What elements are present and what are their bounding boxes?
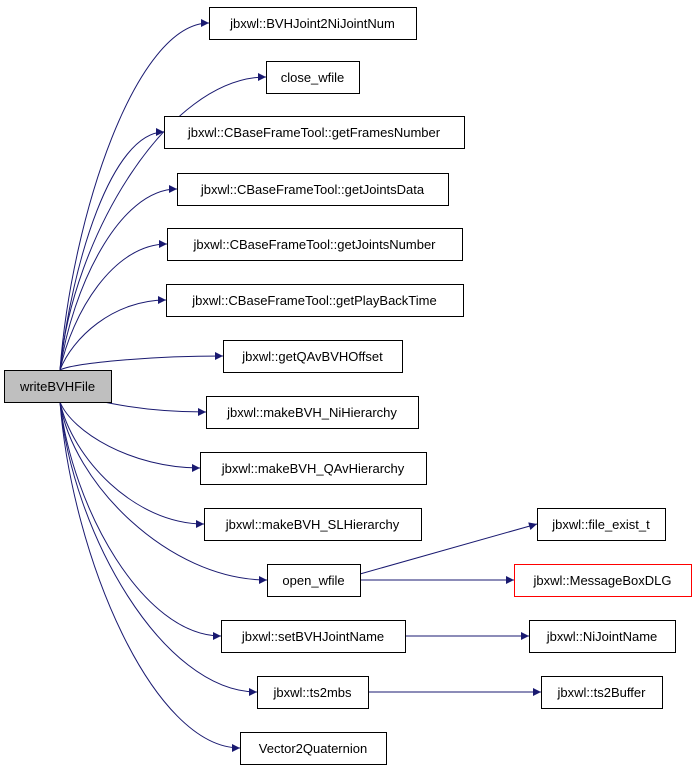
edge-writebvhfile-to-bvhjoint2nijointnum [59, 19, 210, 371]
node-makebvh-slhierarchy[interactable]: jbxwl::makeBVH_SLHierarchy [204, 508, 422, 541]
edge-open-wfile-to-file-exist-t [359, 522, 538, 575]
node-label: jbxwl::makeBVH_SLHierarchy [225, 517, 400, 532]
node-bvhjoint2nijointnum[interactable]: jbxwl::BVHJoint2NiJointNum [209, 7, 417, 40]
edge-writebvhfile-to-makebvh-qavhierarchy [59, 401, 201, 472]
node-getjointsnumber[interactable]: jbxwl::CBaseFrameTool::getJointsNumber [167, 228, 463, 261]
call-nodes: writeBVHFile jbxwl::BVHJoint2NiJointNumcl… [4, 7, 692, 765]
node-makebvh-nihierarchy[interactable]: jbxwl::makeBVH_NiHierarchy [206, 396, 419, 429]
node-messageboxdlg[interactable]: jbxwl::MessageBoxDLG [514, 564, 692, 597]
node-label: jbxwl::CBaseFrameTool::getJointsNumber [192, 237, 436, 252]
node-getqavbvhoffset[interactable]: jbxwl::getQAvBVHOffset [223, 340, 403, 373]
node-label: jbxwl::MessageBoxDLG [533, 573, 672, 588]
node-box [240, 732, 387, 765]
node-label: Vector2Quaternion [259, 741, 367, 756]
node-open-wfile[interactable]: open_wfile [267, 564, 361, 597]
node-label: jbxwl::ts2mbs [272, 685, 352, 700]
node-label: jbxwl::getQAvBVHOffset [241, 349, 383, 364]
node-label: jbxwl::CBaseFrameTool::getFramesNumber [187, 125, 441, 140]
node-label: jbxwl::BVHJoint2NiJointNum [229, 16, 395, 31]
node-box [166, 284, 464, 317]
edge-writebvhfile-to-ts2mbs [59, 401, 258, 696]
node-box [514, 564, 692, 597]
node-box [223, 340, 403, 373]
call-edges [59, 19, 541, 752]
edge-writebvhfile-to-getjointsnumber [59, 240, 168, 371]
node-label: writeBVHFile [19, 379, 95, 394]
node-box [537, 508, 666, 541]
node-label: jbxwl::CBaseFrameTool::getJointsData [200, 182, 425, 197]
edge-writebvhfile-to-getjointsdata [59, 185, 178, 371]
node-box [267, 564, 361, 597]
node-box [209, 7, 417, 40]
node-ts2buffer[interactable]: jbxwl::ts2Buffer [541, 676, 663, 709]
node-vector2quaternion[interactable]: Vector2Quaternion [240, 732, 387, 765]
node-setbvhjointname[interactable]: jbxwl::setBVHJointName [221, 620, 406, 653]
node-ts2mbs[interactable]: jbxwl::ts2mbs [257, 676, 369, 709]
edge-writebvhfile-to-close-wfile [59, 73, 267, 371]
node-box [221, 620, 406, 653]
node-box [529, 620, 676, 653]
node-file-exist-t[interactable]: jbxwl::file_exist_t [537, 508, 666, 541]
edge-writebvhfile-to-getplaybacktime [59, 296, 167, 371]
node-label: jbxwl::NiJointName [546, 629, 658, 644]
node-getjointsdata[interactable]: jbxwl::CBaseFrameTool::getJointsData [177, 173, 449, 206]
node-label: jbxwl::CBaseFrameTool::getPlayBackTime [191, 293, 436, 308]
node-box [266, 61, 360, 94]
node-label: jbxwl::file_exist_t [551, 517, 650, 532]
node-label: jbxwl::ts2Buffer [557, 685, 647, 700]
edge-writebvhfile-to-makebvh-slhierarchy [59, 401, 205, 528]
node-close-wfile[interactable]: close_wfile [266, 61, 360, 94]
node-makebvh-qavhierarchy[interactable]: jbxwl::makeBVH_QAvHierarchy [200, 452, 427, 485]
node-label: open_wfile [282, 573, 344, 588]
node-nijointname[interactable]: jbxwl::NiJointName [529, 620, 676, 653]
node-box [4, 370, 112, 403]
node-box [541, 676, 663, 709]
edge-writebvhfile-to-vector2quaternion [59, 401, 241, 752]
edge-writebvhfile-to-getqavbvhoffset [59, 352, 224, 371]
edge-writebvhfile-to-getframesnumber [59, 128, 165, 371]
node-root-writebvhfile[interactable]: writeBVHFile [4, 370, 112, 403]
node-label: jbxwl::makeBVH_NiHierarchy [226, 405, 397, 420]
node-box [164, 116, 465, 149]
node-box [167, 228, 463, 261]
node-getplaybacktime[interactable]: jbxwl::CBaseFrameTool::getPlayBackTime [166, 284, 464, 317]
node-box [177, 173, 449, 206]
node-label: jbxwl::makeBVH_QAvHierarchy [221, 461, 405, 476]
node-box [204, 508, 422, 541]
node-label: close_wfile [281, 70, 345, 85]
node-box [206, 396, 419, 429]
node-box [200, 452, 427, 485]
node-getframesnumber[interactable]: jbxwl::CBaseFrameTool::getFramesNumber [164, 116, 465, 149]
edge-writebvhfile-to-setbvhjointname [59, 401, 222, 640]
node-label: jbxwl::setBVHJointName [241, 629, 384, 644]
node-box [257, 676, 369, 709]
edge-writebvhfile-to-open-wfile [59, 401, 268, 584]
